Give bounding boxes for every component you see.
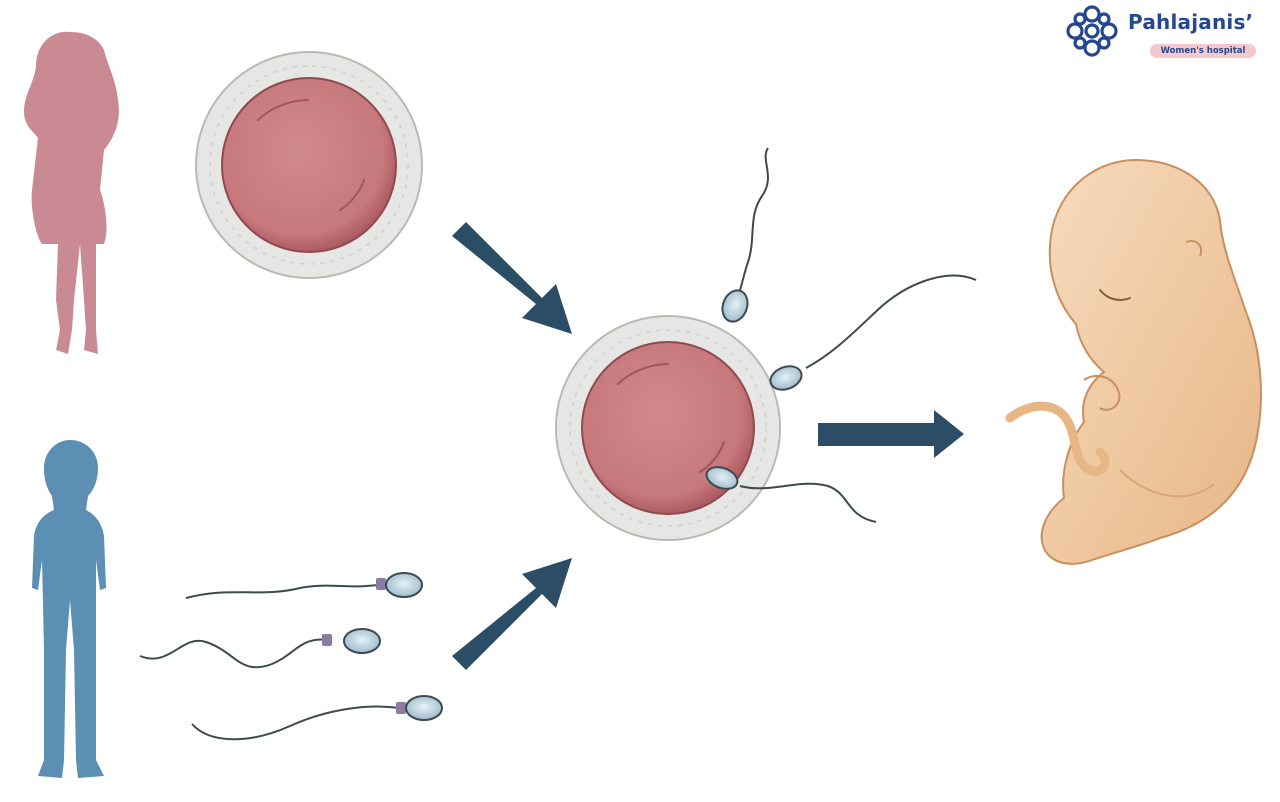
- brand-logo: Pahlajanis’ Women's hospital: [1062, 2, 1280, 60]
- sperm-cell: [139, 628, 381, 669]
- arrow-right: [818, 410, 964, 458]
- brand-name: Pahlajanis’: [1128, 10, 1254, 34]
- fertilized-egg: [555, 315, 781, 541]
- sperm-cell: [191, 695, 443, 741]
- sperm-cell: [769, 274, 977, 391]
- arrow-up-right: [452, 558, 572, 670]
- female-silhouette: [24, 31, 119, 355]
- egg-cell: [195, 51, 423, 279]
- brand-tagline: Women's hospital: [1150, 44, 1256, 58]
- fetus: [1005, 158, 1262, 565]
- sperm-cell: [721, 147, 769, 323]
- male-silhouette: [32, 440, 106, 778]
- sperm-cell: [705, 466, 877, 523]
- sperm-cell: [185, 572, 423, 599]
- arrow-down-right: [452, 222, 572, 334]
- flower-knot-icon: [1066, 5, 1118, 57]
